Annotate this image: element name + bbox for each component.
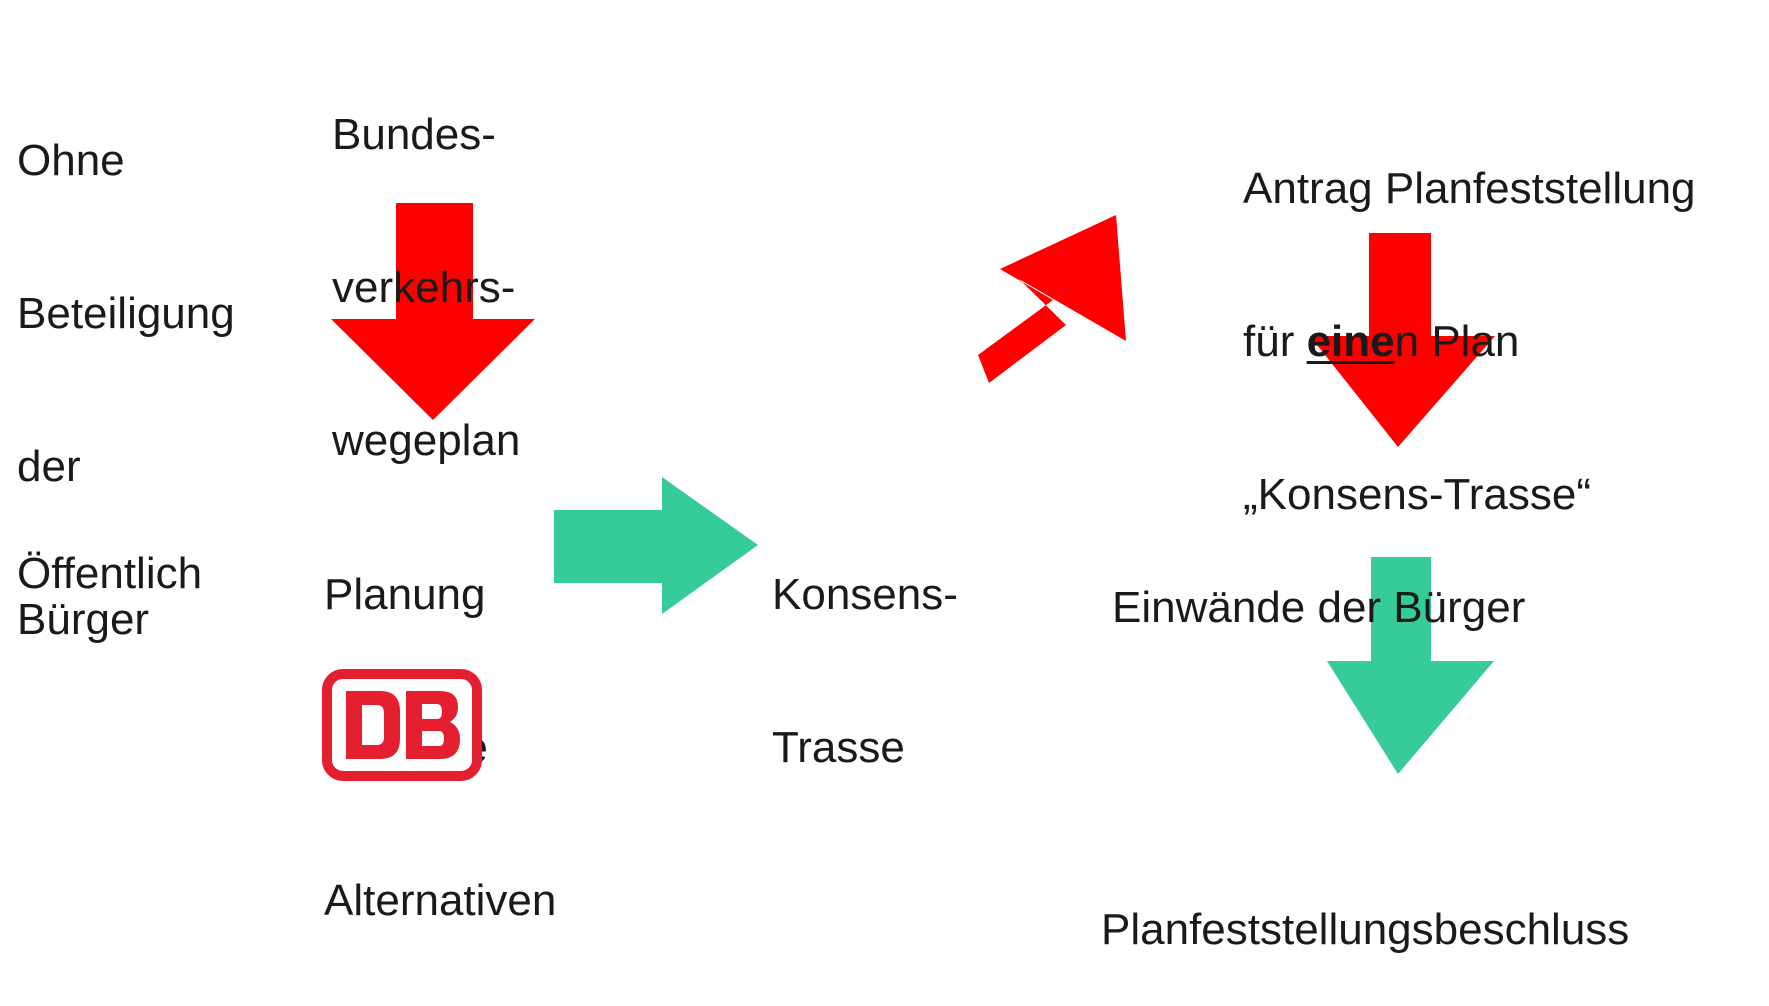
- node-bundesverkehrswegeplan: Bundes- verkehrs- wegeplan: [332, 110, 521, 465]
- arrow-down-red-bvwp: [331, 203, 535, 420]
- node-planfeststellungsbeschluss: Planfeststellungsbeschluss: [1101, 905, 1630, 954]
- arrow-down-green-beschluss: [1327, 557, 1494, 774]
- arrows-layer: [331, 203, 1495, 774]
- row-label-oeffentlich: Öffentlich: [17, 549, 203, 598]
- arrow-right-green-konsens: [554, 477, 758, 614]
- db-logo-icon: [322, 669, 482, 781]
- node-konsens-trasse: Konsens- Trasse: [772, 570, 958, 772]
- arrow-diagonal-red-antrag: [978, 215, 1126, 383]
- row-label-ohne-beteiligung: Ohne Beteiligung der Bürger: [17, 136, 235, 644]
- node-antrag-planfeststellung: Antrag Planfeststellung für einen Plan „…: [1243, 164, 1696, 519]
- emphasis-eine: eine: [1306, 317, 1395, 366]
- db-logo-letter-d: [346, 691, 400, 759]
- db-logo-letter-b: [406, 691, 460, 759]
- arrow-down-red-einwaende: [1310, 233, 1495, 447]
- antrag-line-2: für einen Plan: [1243, 317, 1520, 366]
- node-einwaende-der-buerger: Einwände der Bürger: [1112, 583, 1526, 632]
